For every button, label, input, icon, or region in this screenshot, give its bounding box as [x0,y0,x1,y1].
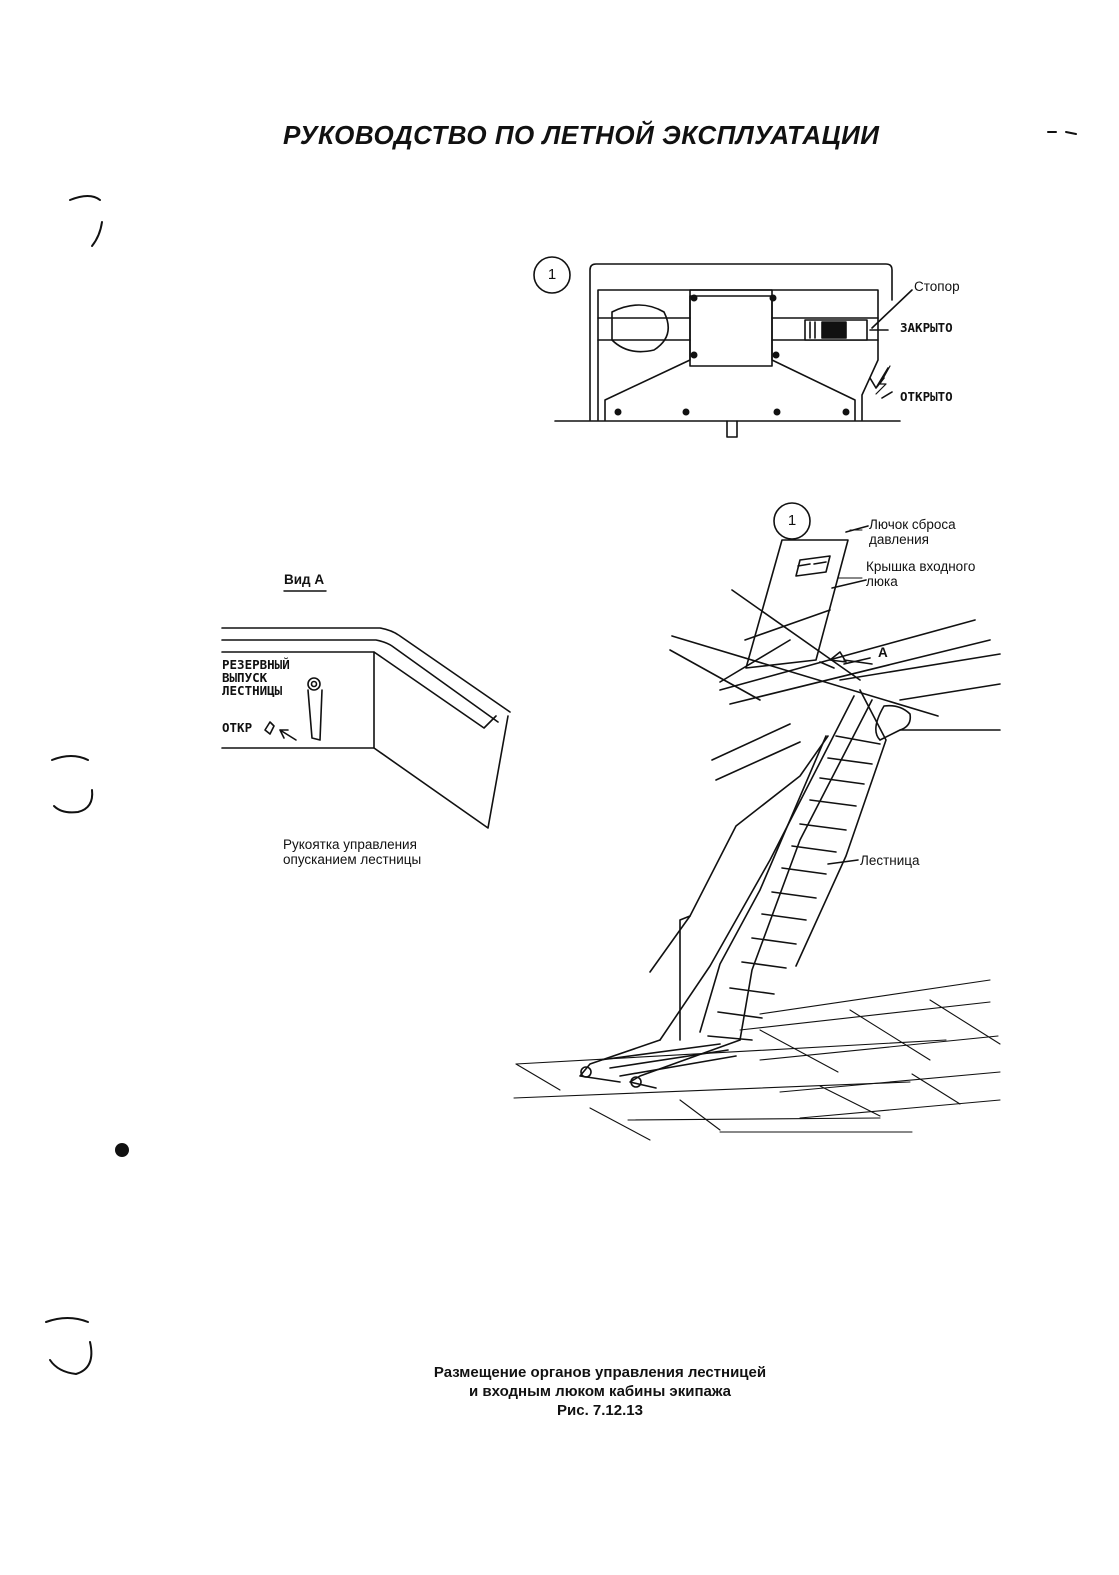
page-header-title: РУКОВОДСТВО ПО ЛЕТНОЙ ЭКСПЛУАТАЦИИ [283,120,880,150]
ladder-perspective [513,502,1001,1141]
view-a-drawing [221,590,511,829]
callout-number-ladder: 1 [787,512,797,529]
ladder-label: Лестница [860,853,920,868]
callout-number-top: 1 [547,266,557,283]
relief-hatch-line-2: давления [869,532,929,547]
reserve-release-placard: РЕЗЕРВНЫЙ ВЫПУСК ЛЕСТНИЦЫ [222,658,290,697]
handle-caption: Рукоятка управления опусканием лестницы [283,837,421,867]
figure-number: Рис. 7.12.13 [557,1402,643,1419]
hatch-cover-line-1: Крышка входного [866,559,976,574]
view-a-title: Вид А [284,572,325,587]
figure-caption: Размещение органов управления лестницей … [330,1363,870,1420]
placard-line-2: ВЫПУСК [222,670,268,685]
handle-caption-line-1: Рукоятка управления [283,837,417,852]
open-label: ОТКРЫТО [900,389,953,404]
punch-hole-marks [45,131,1077,1375]
relief-hatch-line-1: Лючок сброса [869,517,956,532]
stopper-label: Стопор [914,279,960,294]
placard-line-1: РЕЗЕРВНЫЙ [222,657,290,672]
open-short-label: ОТКР [222,720,253,735]
closed-label: ЗАКРЫТО [900,320,953,335]
figure-caption-line-1: Размещение органов управления лестницей [433,1364,767,1381]
callout-circle [533,256,571,294]
handle-caption-line-2: опусканием лестницы [283,852,422,867]
hatch-cover-label: Крышка входного люка [866,559,975,589]
floor-hatching [513,979,1001,1141]
placard-line-3: ЛЕСТНИЦЫ [222,683,283,698]
callout-circle [773,502,811,540]
figure-caption-line-2: и входным люком кабины экипажа [468,1383,732,1400]
hatch-lock-detail [533,256,913,438]
view-a-arrow-label: А [878,645,888,660]
ladder-leader [827,859,859,865]
relief-hatch-label: Лючок сброса давления [869,517,956,547]
hatch-cover-line-2: люка [866,574,898,589]
ladder-rungs [707,735,881,1041]
